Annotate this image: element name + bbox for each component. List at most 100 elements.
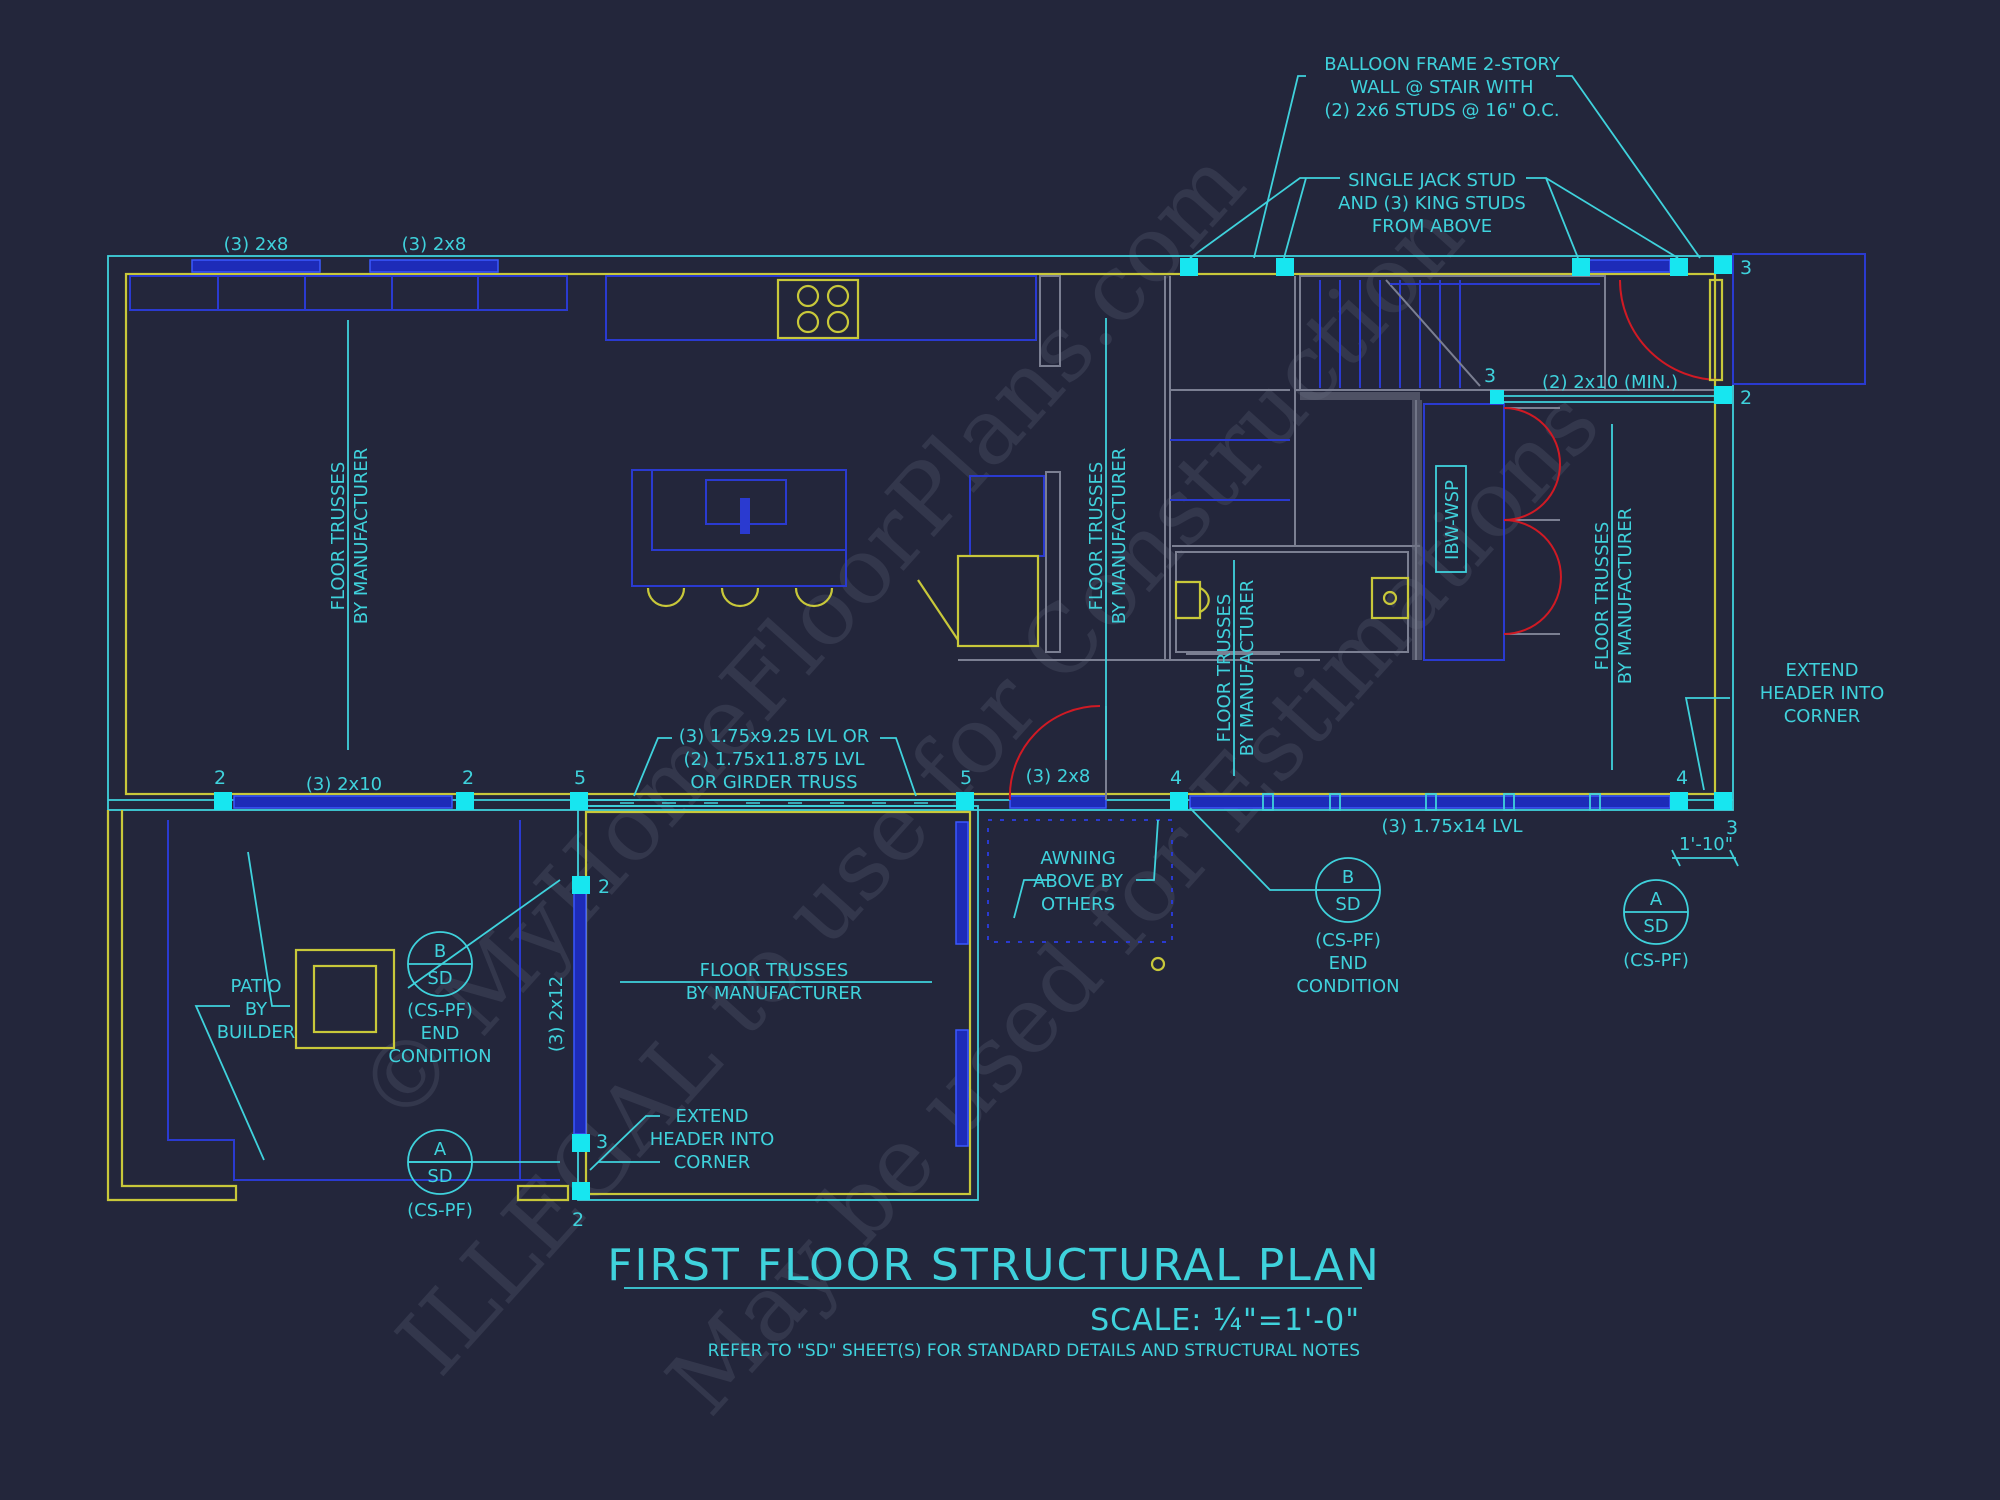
post-tag: 3 — [1726, 817, 1738, 839]
patio-2: BY — [245, 999, 268, 1020]
rear-room — [573, 805, 979, 1201]
top-headers — [191, 259, 1671, 273]
post-tag: 3 — [1740, 257, 1752, 279]
post — [1670, 792, 1688, 810]
extend-right-3: CORNER — [1784, 706, 1861, 727]
post — [214, 792, 232, 810]
header-stair: (2) 2x10 (MIN.) — [1542, 372, 1678, 393]
extend-right-1: EXTEND — [1785, 660, 1858, 681]
balloon-note-1: BALLOON FRAME 2-STORY — [1324, 54, 1561, 75]
trusses-center-1: FLOOR TRUSSES — [1086, 462, 1107, 611]
jack-note-3: FROM ABOVE — [1372, 216, 1492, 237]
detail-letter: A — [434, 1139, 447, 1160]
extend-bottom-2: HEADER INTO — [650, 1129, 775, 1150]
post — [572, 876, 590, 894]
detail-ref: (CS-PF) — [407, 1000, 473, 1021]
detail-letter: A — [1650, 889, 1663, 910]
kitchen-cabinets — [129, 275, 1061, 367]
header-2x8: (3) 2x8 — [1026, 766, 1091, 787]
jack-note-1: SINGLE JACK STUD — [1348, 170, 1516, 191]
title-block: FIRST FLOOR STRUCTURAL PLAN SCALE: ¼"=1'… — [607, 1240, 1379, 1361]
header-2x10: (3) 2x10 — [306, 774, 382, 795]
header-2x12: (3) 2x12 — [546, 976, 567, 1052]
post — [1714, 792, 1732, 810]
trusses-center-2: BY MANUFACTURER — [1109, 448, 1130, 624]
detail-sheet: SD — [427, 1166, 452, 1187]
detail-ref: (CS-PF) — [407, 1200, 473, 1221]
patio — [106, 810, 570, 1202]
lvl-girder-2: (2) 1.75x11.875 LVL — [683, 749, 864, 770]
trusses-right-1: FLOOR TRUSSES — [1592, 522, 1613, 671]
post — [1572, 258, 1590, 276]
plan-scale: SCALE: ¼"=1'-0" — [1090, 1303, 1360, 1338]
stair — [1299, 275, 1606, 391]
post — [572, 1182, 590, 1200]
post-tag: 4 — [1676, 767, 1688, 789]
extend-right-2: HEADER INTO — [1760, 683, 1885, 704]
post-tag: 3 — [1484, 365, 1496, 387]
lvl-girder-3: OR GIRDER TRUSS — [690, 772, 857, 793]
detail-letter: B — [434, 941, 446, 962]
post-tag: 2 — [214, 767, 226, 789]
exterior-walls — [107, 253, 1866, 811]
detail-caption: END — [1329, 953, 1368, 974]
post — [1490, 390, 1504, 404]
post — [1714, 386, 1732, 404]
refer-note: REFER TO "SD" SHEET(S) FOR STANDARD DETA… — [708, 1341, 1360, 1361]
fridge-pantry — [917, 471, 1320, 661]
post — [456, 792, 474, 810]
balloon-note-2: WALL @ STAIR WITH — [1350, 77, 1533, 98]
post — [1170, 792, 1188, 810]
detail-sheet: SD — [1335, 894, 1360, 915]
post-tag: 5 — [574, 767, 586, 789]
awning-area — [987, 819, 1173, 972]
lvl-girder-1: (3) 1.75x9.25 LVL OR — [679, 726, 870, 747]
interior-walls — [1164, 276, 1715, 660]
post-tag: 2 — [462, 767, 474, 789]
trusses-left-1: FLOOR TRUSSES — [328, 462, 349, 611]
post-tags: 2 2 5 5 4 4 3 3 2 2 3 2 3 — [214, 257, 1752, 1231]
post — [572, 1134, 590, 1152]
patio-1: PATIO — [230, 976, 281, 997]
post — [956, 792, 974, 810]
detail-letter: B — [1342, 867, 1354, 888]
awning-1: AWNING — [1040, 848, 1115, 869]
kitchen-island — [631, 469, 847, 608]
post-tag: 5 — [960, 767, 972, 789]
awning-3: OTHERS — [1041, 894, 1115, 915]
trusses-bottom-1: FLOOR TRUSSES — [700, 960, 849, 981]
post-tag: 2 — [598, 876, 610, 898]
leaders — [194, 75, 1739, 1171]
post — [1276, 258, 1294, 276]
ibw-label: IBW-WSP — [1442, 480, 1463, 560]
watermark-line-2: ILLEGAL to use for Construction — [377, 182, 1484, 1395]
extend-bottom-3: CORNER — [674, 1152, 751, 1173]
post-tag: 2 — [1740, 387, 1752, 409]
trusses-right-2: BY MANUFACTURER — [1615, 508, 1636, 684]
posts — [214, 256, 1732, 1200]
detail-callout-text: B SD (CS-PF) END CONDITION A SD (CS-PF) … — [388, 867, 1689, 1221]
balloon-note-3: (2) 2x6 STUDS @ 16" O.C. — [1324, 100, 1559, 121]
closet — [1423, 395, 1715, 661]
dimension: 1'-10" — [1679, 834, 1733, 855]
detail-ref: (CS-PF) — [1623, 950, 1689, 971]
post-tag: 3 — [596, 1131, 608, 1153]
detail-caption: END — [421, 1023, 460, 1044]
trusses-bottom-2: BY MANUFACTURER — [686, 983, 862, 1004]
extend-bottom-1: EXTEND — [675, 1106, 748, 1127]
patio-3: BUILDER — [217, 1022, 296, 1043]
post-tag: 2 — [572, 1209, 584, 1231]
trusses-left-2: BY MANUFACTURER — [351, 448, 372, 624]
detail-sheet: SD — [1643, 916, 1668, 937]
post — [570, 792, 588, 810]
post — [1180, 258, 1198, 276]
header-top-mid: (3) 2x8 — [402, 234, 467, 255]
annotations: BALLOON FRAME 2-STORY WALL @ STAIR WITH … — [217, 54, 1885, 1173]
detail-sheet: SD — [427, 968, 452, 989]
powder-bath — [1174, 551, 1410, 655]
post — [1714, 256, 1732, 274]
awning-2: ABOVE BY — [1033, 871, 1124, 892]
detail-ref: (CS-PF) — [1315, 930, 1381, 951]
jack-note-2: AND (3) KING STUDS — [1338, 193, 1526, 214]
